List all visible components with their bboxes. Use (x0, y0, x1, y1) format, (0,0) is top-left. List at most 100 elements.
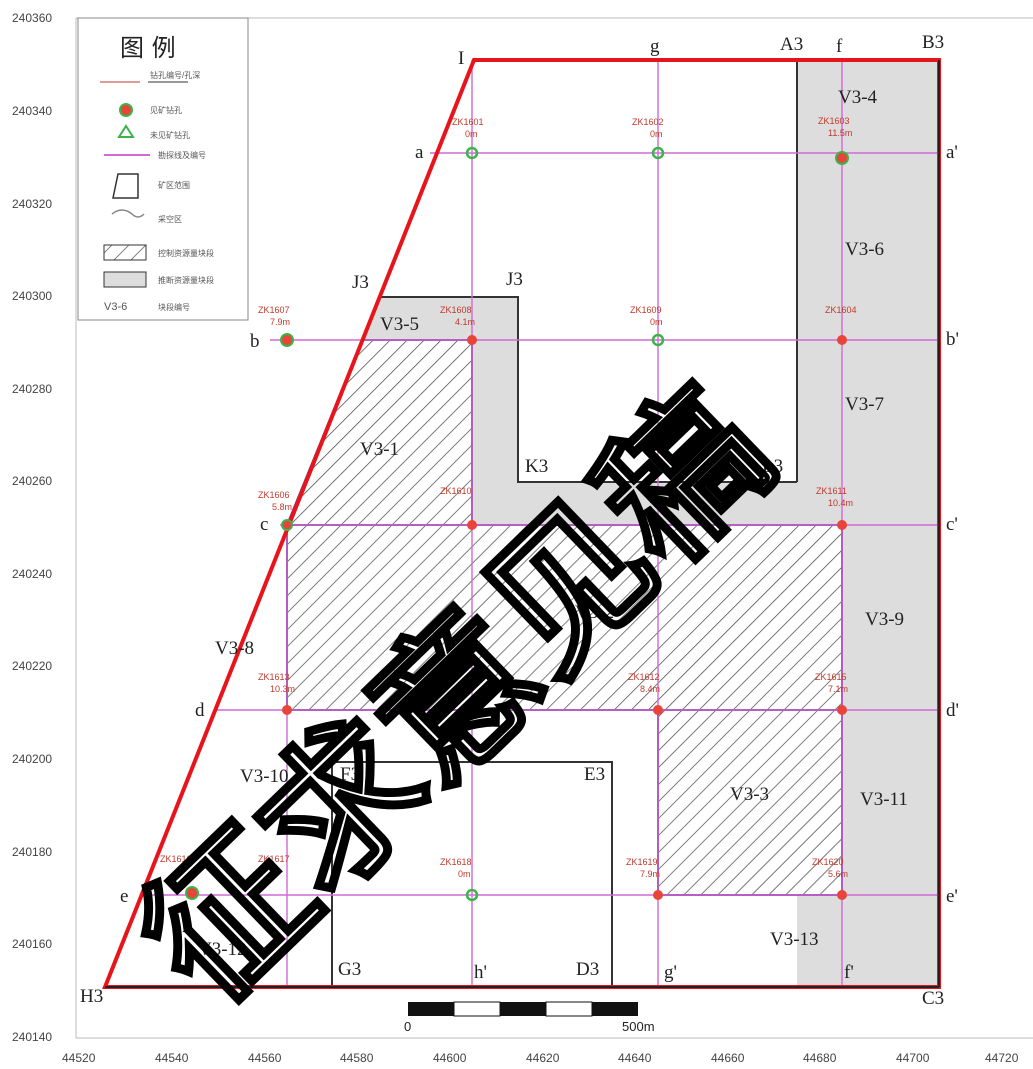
borehole-depth: 8.4m (640, 684, 660, 694)
point-label: g (650, 36, 660, 57)
borehole-id: ZK1615 (815, 672, 847, 682)
goaf-north (378, 60, 797, 482)
y-tick: 240360 (12, 11, 52, 25)
point-label: b' (946, 329, 959, 350)
block-label: V3-12 (198, 939, 247, 960)
borehole-id: ZK1606 (258, 490, 290, 500)
block-label: V3-4 (838, 87, 878, 108)
hatched-block-icon (103, 244, 147, 261)
legend-label: 勘探线及编号 (158, 150, 206, 160)
borehole-id: ZK1608 (440, 305, 472, 315)
borehole-ore[interactable] (837, 705, 847, 715)
borehole-depth: 0m (458, 869, 471, 879)
borehole-depth: 7.9m (640, 869, 660, 879)
scale-start: 0 (404, 1019, 411, 1034)
gray-block-icon (103, 271, 147, 288)
hatch-v3-1 (285, 339, 473, 526)
borehole-id: ZK1607 (258, 305, 290, 315)
borehole-empty[interactable] (465, 146, 479, 160)
exploration-lines (140, 60, 939, 987)
borehole-ore[interactable] (653, 520, 663, 530)
legend-label: 推断资源量块段 (158, 275, 214, 285)
block-label: V3-11 (860, 789, 908, 810)
point-label: d' (946, 700, 959, 721)
borehole-ore[interactable] (837, 520, 847, 530)
block-label: V3-3 (730, 784, 769, 805)
x-tick: 44520 (62, 1051, 96, 1065)
y-tick: 240300 (12, 289, 52, 303)
x-tick: 44700 (896, 1051, 930, 1065)
borehole-ore[interactable] (282, 705, 292, 715)
borehole-ore[interactable] (653, 705, 663, 715)
borehole-id: ZK1612 (628, 672, 660, 682)
borehole-ore[interactable] (653, 890, 663, 900)
point-label: F3 (340, 764, 360, 785)
point-label: L3 (762, 456, 783, 477)
borehole-empty[interactable] (281, 519, 293, 531)
x-tick: 44660 (711, 1051, 745, 1065)
borehole-empty[interactable] (465, 888, 479, 902)
y-tick: 240320 (12, 197, 52, 211)
borehole-depth: 7.9m (270, 317, 290, 327)
empty-borehole-icon (117, 124, 135, 138)
block-label: V3-6 (845, 239, 884, 260)
point-labels: I g A3 f B3 a a' J3 J3 b b' K3 L3 c c' d… (80, 32, 959, 1009)
point-label: B3 (922, 32, 944, 53)
x-axis-ticks: 44520 44540 44560 44580 44600 44620 4464… (62, 1051, 1019, 1065)
ore-borehole-icon (119, 103, 133, 117)
legend-label: 钻孔编号/孔深 (150, 70, 200, 80)
borehole-ore[interactable] (467, 335, 477, 345)
borehole-ore[interactable] (185, 886, 199, 900)
point-label: e' (946, 886, 958, 907)
x-tick: 44600 (433, 1051, 467, 1065)
y-tick: 240180 (12, 845, 52, 859)
legend-label: 块段编号 (158, 302, 190, 312)
borehole-id: ZK1618 (440, 857, 472, 867)
borehole-ore[interactable] (467, 520, 477, 530)
point-label: A3 (780, 34, 803, 55)
borehole-id: ZK1613 (258, 672, 290, 682)
point-label: G3 (338, 959, 361, 980)
borehole-id: ZK1616 (160, 854, 192, 864)
borehole-depth: 5.8m (272, 502, 292, 512)
block-label: V3-1 (360, 439, 399, 460)
borehole-depth: 0m (650, 129, 663, 139)
point-label: J3 (506, 269, 523, 290)
block-labels: V3-1 V3-2 V3-3 V3-4 V3-5 V3-6 V3-7 V3-8 … (198, 87, 908, 960)
goaf-icon (111, 209, 145, 218)
point-label: E3 (584, 764, 605, 785)
y-axis-ticks: 240360 240340 240320 240300 240280 24026… (12, 11, 52, 1044)
borehole-depth: 10.3m (270, 684, 295, 694)
borehole-empty[interactable] (651, 333, 665, 347)
borehole-ore[interactable] (280, 333, 294, 347)
controlled-blocks (285, 339, 843, 896)
block-label: V3-10 (240, 766, 289, 787)
block-label: V3-5 (380, 314, 419, 335)
borehole-ore[interactable] (837, 890, 847, 900)
point-label: H3 (80, 986, 103, 1007)
point-label: f' (844, 962, 854, 983)
borehole-depth: 10.4m (828, 498, 853, 508)
borehole-id: ZK1620 (812, 857, 844, 867)
point-label: f (836, 36, 843, 57)
borehole-ore[interactable] (837, 335, 847, 345)
borehole-ore[interactable] (835, 151, 849, 165)
legend-label: 矿区范围 (158, 180, 190, 190)
legend-code: V3-6 (104, 301, 127, 313)
borehole-id: ZK1611 (816, 486, 847, 496)
borehole-id: ZK1604 (825, 305, 857, 315)
point-label: I (458, 48, 464, 69)
x-tick: 44580 (340, 1051, 374, 1065)
borehole-ore[interactable] (467, 705, 477, 715)
borehole-depth: 11.5m (828, 128, 852, 138)
point-label: a (415, 142, 424, 163)
y-tick: 240200 (12, 752, 52, 766)
point-label: c' (946, 514, 958, 535)
borehole-empty[interactable] (651, 146, 665, 160)
block-label: V3-7 (845, 394, 884, 415)
y-tick: 240260 (12, 474, 52, 488)
point-label: C3 (922, 988, 944, 1009)
gray-block-v3-5 (362, 297, 518, 482)
borehole-labels: ZK1601 0m ZK1602 0m ZK1603 11.5m ZK1607 … (160, 116, 857, 879)
